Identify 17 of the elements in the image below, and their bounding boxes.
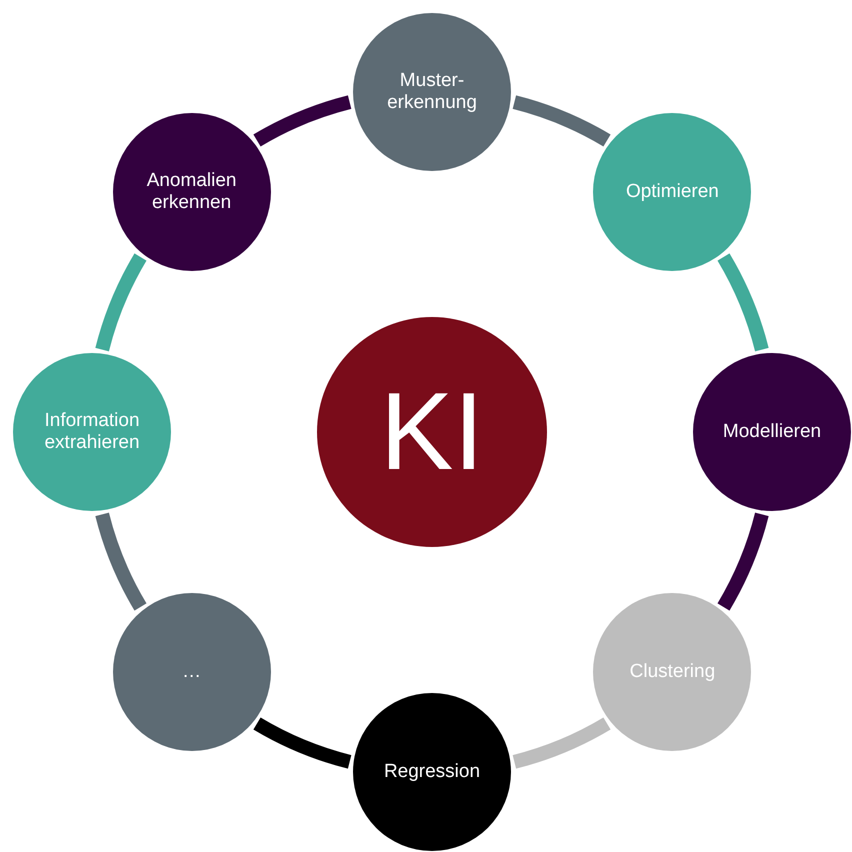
circle-label: Information extrahieren — [43, 410, 141, 454]
connector-arc — [512, 95, 610, 147]
circle-label: Anomalien erkennen — [146, 170, 238, 214]
connector-arc — [717, 254, 769, 352]
connector-arc — [95, 254, 147, 352]
connector-arc — [717, 512, 769, 610]
circle-label: Muster- erkennung — [386, 70, 478, 114]
connector-arc — [512, 717, 610, 769]
circle-label: Regression — [384, 761, 480, 783]
circle-label: … — [182, 661, 202, 684]
circle-label: Clustering — [630, 661, 716, 684]
connector-arc — [254, 717, 352, 769]
circle-label: Modellieren — [722, 421, 822, 443]
circle-label: KI — [380, 377, 484, 487]
circle-label: Optimieren — [626, 180, 719, 202]
connector-arc — [254, 95, 352, 147]
connector-arc — [95, 512, 147, 610]
